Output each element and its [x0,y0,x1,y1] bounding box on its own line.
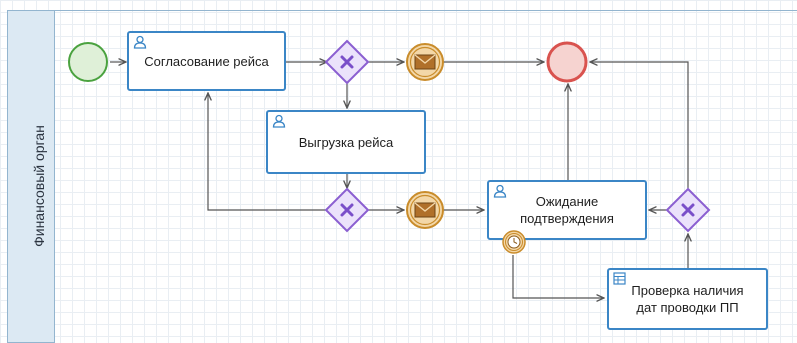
gateway-x-icon [340,203,354,217]
flow-gateway3-to-end[interactable] [590,62,689,189]
envelope-icon [414,202,436,218]
message-event-1[interactable] [406,43,444,81]
timer-boundary-event[interactable] [501,229,527,255]
flow-gateway2-to-approval[interactable] [208,93,327,211]
message-event-2[interactable] [406,191,444,229]
lane-body [55,10,797,343]
gateway-x-icon [340,55,354,69]
end-event[interactable] [546,41,588,83]
exclusive-gateway-3[interactable] [665,187,711,233]
task-approval-label: Согласование рейса [144,53,269,69]
table-icon [613,272,626,285]
task-waiting[interactable]: Ожидание подтверждения [487,180,647,240]
user-icon [133,35,147,49]
user-icon [493,184,507,198]
task-check-label: Проверка наличия дат проводки ПП [631,283,744,315]
user-icon [272,114,286,128]
clock-icon [507,235,521,249]
task-approval[interactable]: Согласование рейса [127,31,286,91]
task-export[interactable]: Выгрузка рейса [266,110,426,174]
exclusive-gateway-1[interactable] [324,39,370,85]
flow-timer-to-check[interactable] [512,255,604,298]
lane-header[interactable]: Финансовый орган [7,10,55,343]
task-waiting-label: Ожидание подтверждения [520,194,614,226]
start-event[interactable] [68,42,108,82]
exclusive-gateway-2[interactable] [324,187,370,233]
task-export-label: Выгрузка рейса [298,134,394,150]
task-check[interactable]: Проверка наличия дат проводки ПП [607,268,768,330]
gateway-x-icon [681,203,695,217]
envelope-icon [414,54,436,70]
